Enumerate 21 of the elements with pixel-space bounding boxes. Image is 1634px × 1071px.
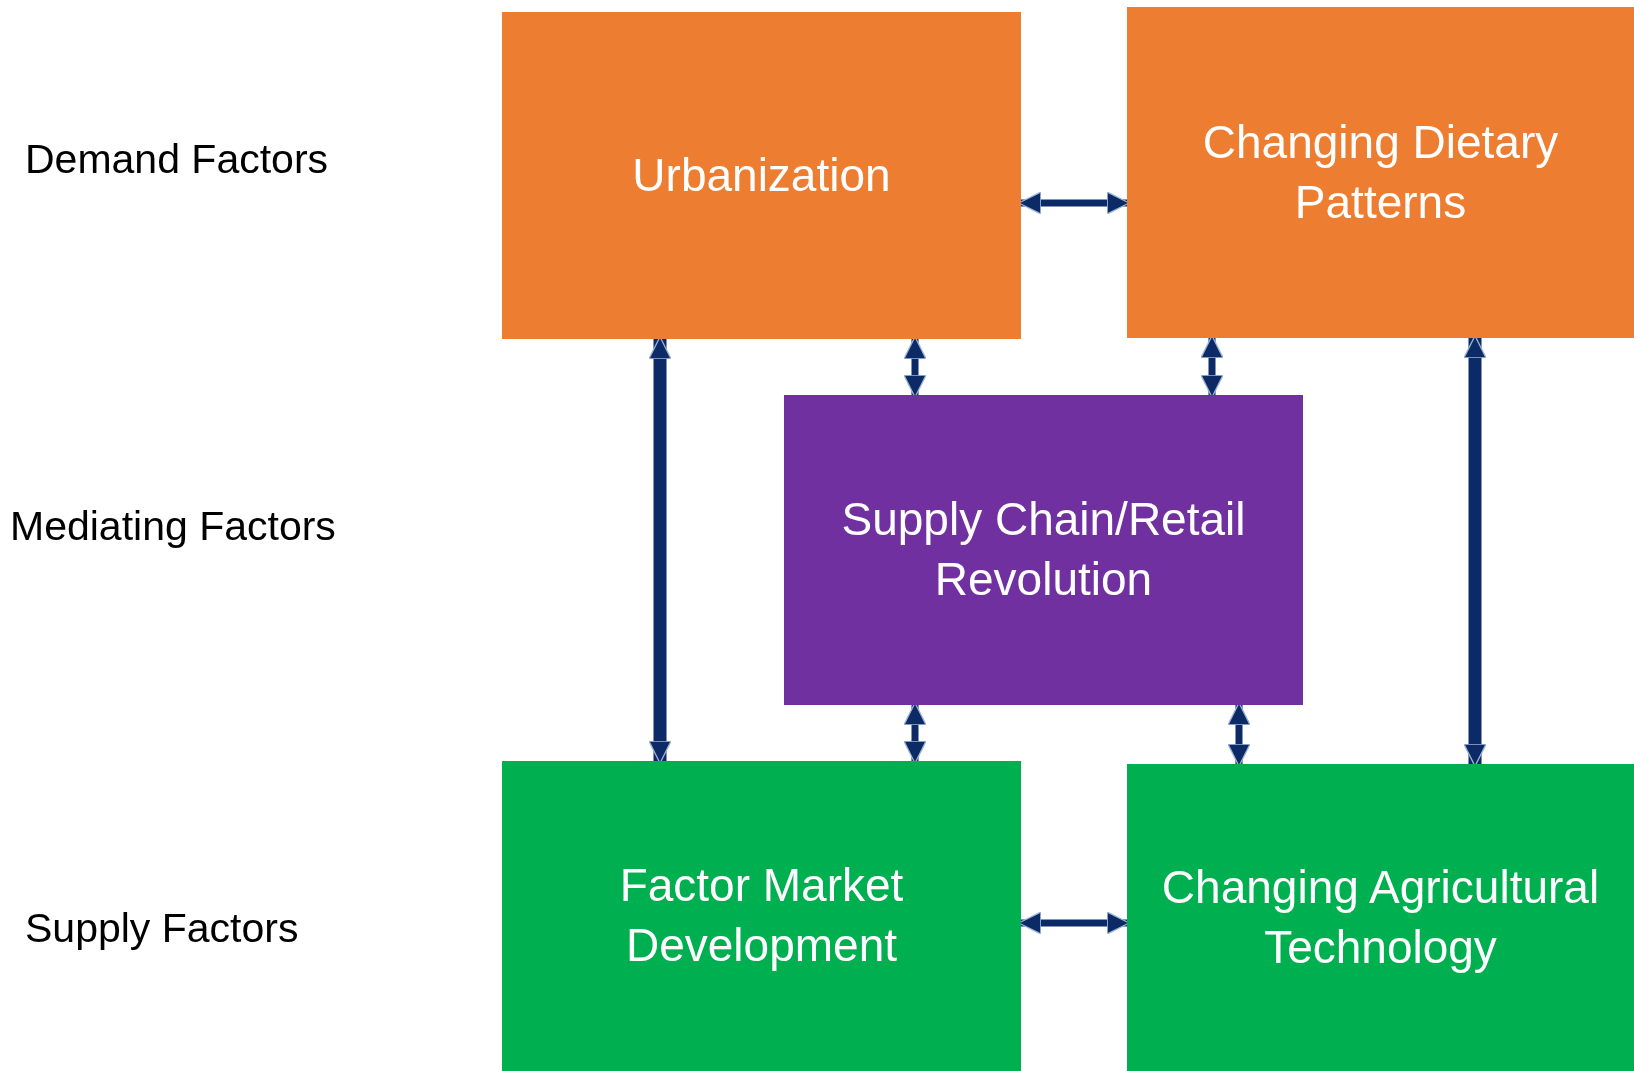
row-label: Mediating Factors: [10, 503, 336, 550]
double-arrow: [903, 702, 927, 764]
double-arrow: [1018, 911, 1130, 935]
double-arrow: [1463, 335, 1487, 767]
box-label: Changing Dietary Patterns: [1201, 114, 1560, 230]
demand-factor-box: [502, 12, 1021, 339]
double-arrow: [648, 336, 672, 764]
row-label: Demand Factors: [25, 136, 329, 183]
supply-factor-box: [502, 761, 1021, 1071]
double-arrow: [1018, 191, 1130, 215]
box-label: Urbanization: [632, 147, 891, 203]
mediating-factor-box: [784, 395, 1303, 705]
supply-factor-box: [1127, 764, 1634, 1071]
double-arrow: [1200, 335, 1224, 398]
demand-factor-box: [1127, 7, 1634, 338]
box-label: Changing Agricultural Technology: [1160, 859, 1601, 975]
double-arrow: [903, 336, 927, 398]
row-label: Supply Factors: [25, 905, 299, 952]
double-arrow: [1227, 702, 1251, 767]
box-label: Supply Chain/Retail Revolution: [840, 492, 1247, 607]
box-label: Factor Market Development: [618, 858, 905, 973]
